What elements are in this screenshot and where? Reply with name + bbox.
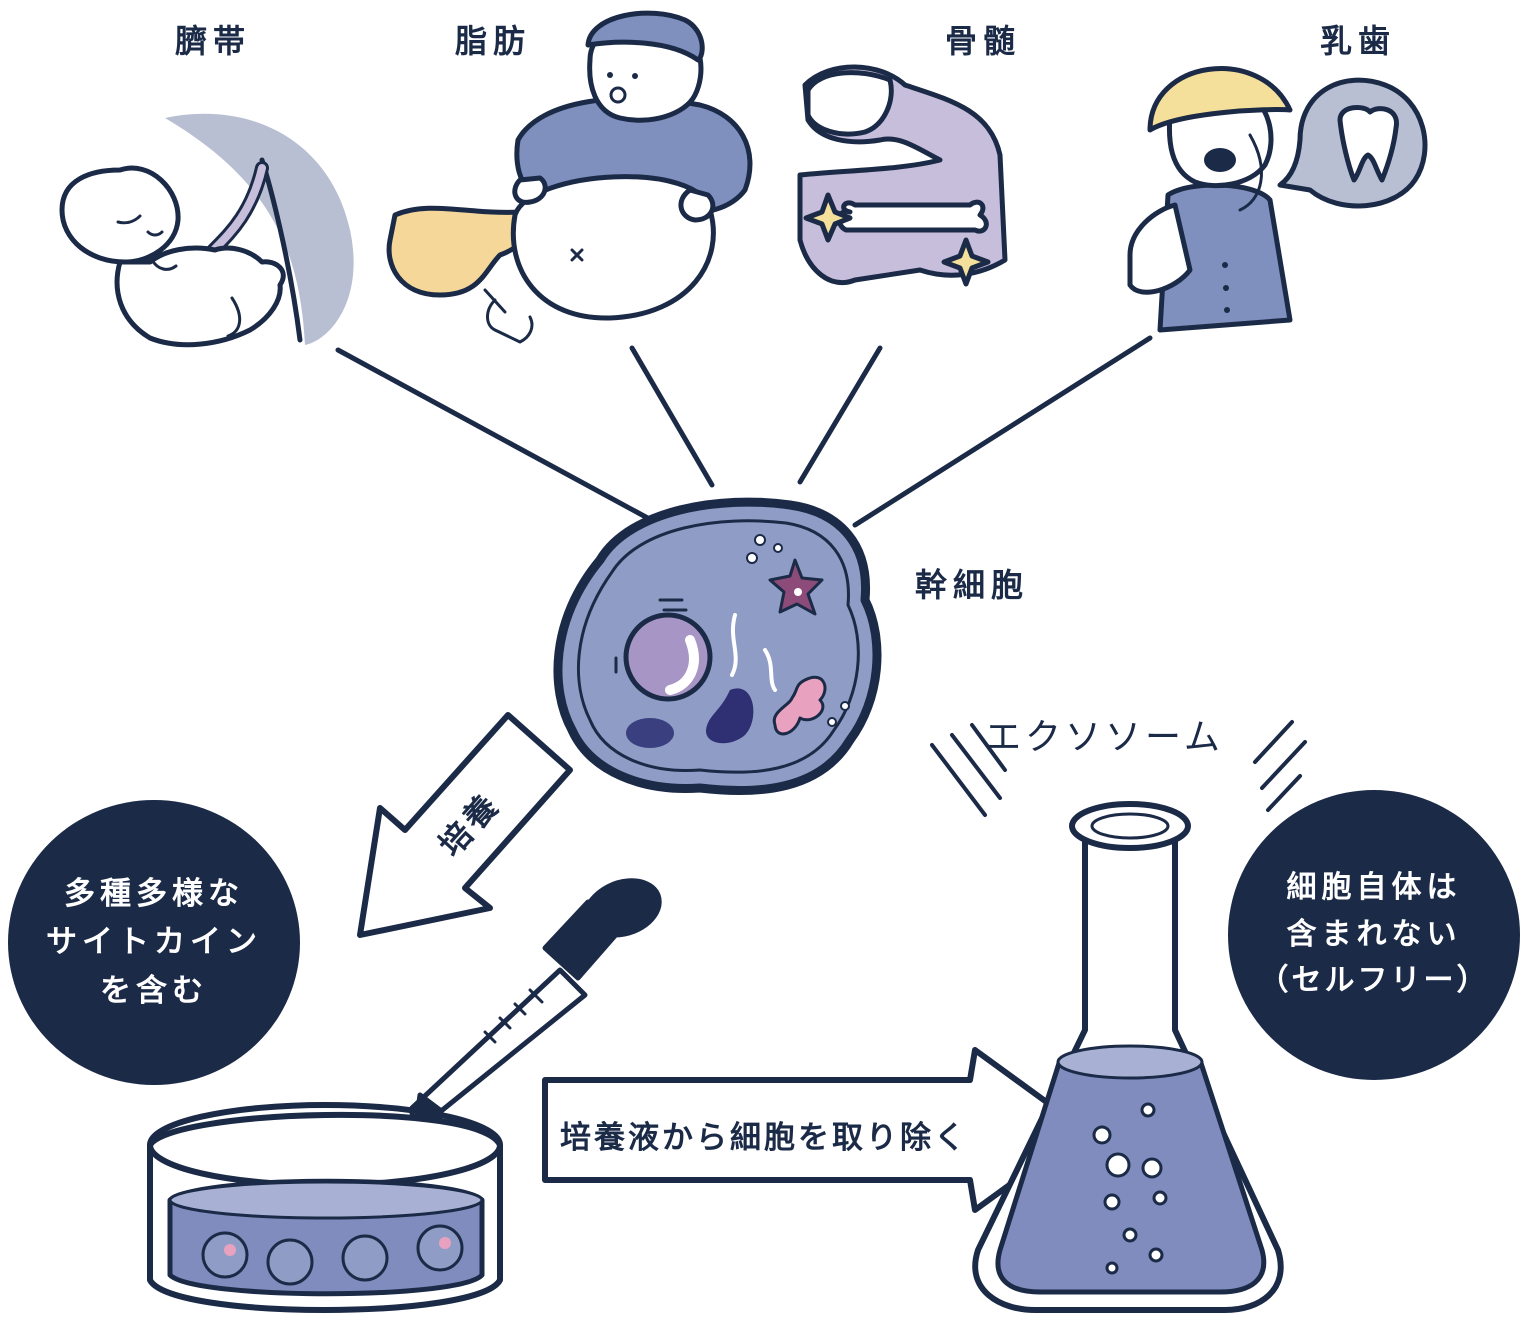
cell-free-badge-line-1: 細胞自体は bbox=[1286, 870, 1462, 906]
petri-dish-icon bbox=[147, 1102, 503, 1313]
remove-cells-label: 培養液から細胞を取り除く bbox=[560, 1120, 968, 1156]
umbilical-cord-baby-icon bbox=[59, 113, 354, 348]
cytokine-badge-line-1: 多種多様な bbox=[64, 876, 244, 913]
source-label-baby-tooth: 乳歯 bbox=[1320, 22, 1397, 60]
emission-strokes bbox=[930, 720, 1307, 817]
cell-free-badge-line-3: （セルフリー） bbox=[1258, 963, 1490, 999]
source-label-bone-marrow: 骨髄 bbox=[945, 22, 1022, 60]
source-label-umbilical: 臍帯 bbox=[175, 22, 252, 60]
cytokine-badge-line-2: サイトカイン bbox=[46, 924, 262, 961]
exosome-label: エクソソーム bbox=[985, 717, 1224, 758]
culture-arrow bbox=[357, 712, 573, 938]
stem-cell-label: 幹細胞 bbox=[915, 566, 1030, 604]
connector-lines bbox=[335, 335, 1153, 528]
bone-marrow-arm-icon bbox=[797, 64, 1008, 287]
cell-free-badge-line-2: 含まれない bbox=[1286, 916, 1462, 952]
baby-tooth-child-icon bbox=[1127, 66, 1428, 333]
cytokine-badge: 多種多様な サイトカイン を含む bbox=[8, 800, 300, 1085]
flask-icon bbox=[972, 801, 1284, 1313]
stem-cell-icon bbox=[553, 497, 882, 796]
cell-free-badge: 細胞自体は 含まれない （セルフリー） bbox=[1228, 790, 1520, 1080]
source-label-fat: 脂肪 bbox=[455, 22, 532, 60]
cytokine-badge-line-3: を含む bbox=[100, 972, 208, 1009]
fat-belly-icon bbox=[386, 10, 753, 344]
